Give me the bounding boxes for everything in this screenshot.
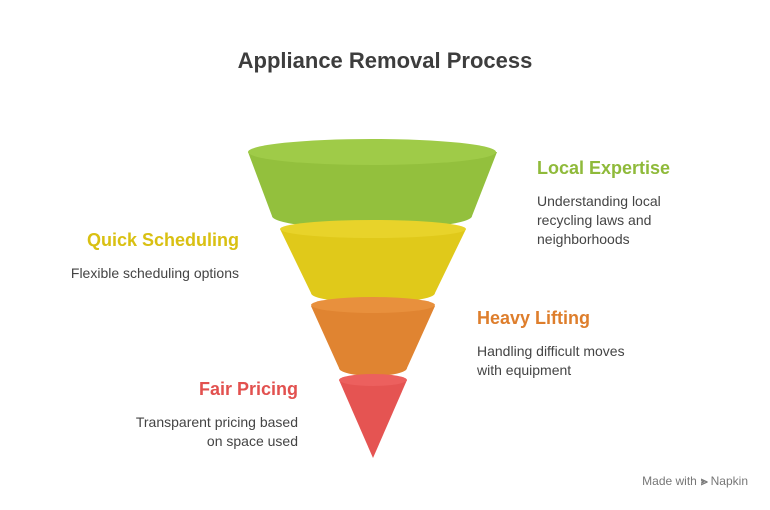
napkin-logo-icon: ⪢: [700, 474, 708, 488]
funnel-segment-quick-scheduling: [280, 220, 466, 303]
funnel-segment-local-expertise: [248, 139, 497, 229]
stage-heading-local-expertise: Local Expertise: [537, 158, 671, 178]
funnel-segment-fair-pricing: [339, 374, 407, 458]
napkin-brand-label: Napkin: [710, 474, 748, 488]
stage-description-fair-pricing: Transparent pricing based on space used: [135, 414, 298, 449]
made-with-napkin-footer[interactable]: Made with⪢Napkin: [642, 474, 748, 489]
funnel-segment-heavy-lifting: [311, 297, 435, 376]
stage-heading-heavy-lifting: Heavy Lifting: [477, 308, 591, 328]
stage-heading-quick-scheduling: Quick Scheduling: [86, 230, 239, 250]
stage-description-quick-scheduling: Flexible scheduling options: [70, 265, 239, 281]
stage-description-heavy-lifting: Handling difficult moves with equipment: [477, 343, 625, 378]
stage-heading-fair-pricing: Fair Pricing: [198, 379, 298, 399]
stage-description-local-expertise: Understanding local recycling laws and n…: [537, 193, 661, 247]
made-with-label: Made with: [642, 474, 697, 488]
page-title: Appliance Removal Process: [237, 48, 533, 73]
